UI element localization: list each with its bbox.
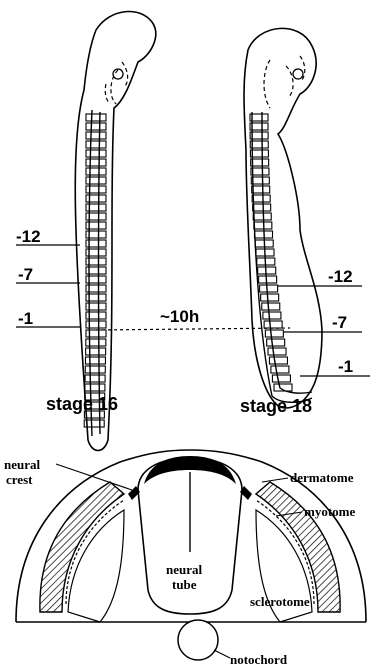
neural-crest-label-line1: neural [4,457,41,472]
cross-section: neural crest dermatome myotome neural tu… [4,450,366,667]
somite [272,375,290,382]
embryo-16-label-1: -1 [18,309,33,328]
somite [269,357,287,364]
caption-stage-18: stage 18 [240,396,312,416]
somite [86,132,106,139]
somite [86,339,106,346]
embryo-16-somites [84,114,106,427]
notochord [178,620,218,660]
interval-line [96,328,290,330]
embryo-18-head-detail [264,56,305,108]
myotome-label: myotome [304,504,355,519]
embryo-18-label-12: -12 [328,267,353,286]
embryo-18-label-1: -1 [338,357,353,376]
interval-label: ~10h [160,307,199,326]
somite [267,339,285,346]
somite [265,330,283,337]
somite [271,366,289,373]
embryo-16-head-detail [105,62,127,104]
embryo-18-somites [250,114,292,391]
somite [250,150,268,157]
somite [85,375,105,382]
somite [86,123,106,130]
embryo-16-label-7: -7 [18,265,33,284]
notochord-label: notochord [230,652,288,667]
neural-tube-label-line2: tube [172,577,197,592]
somite [86,114,106,121]
embryo-16-label-12: -12 [16,227,41,246]
somite [251,168,269,175]
somite [86,150,106,157]
neural-tube-label-line1: neural [166,562,203,577]
somite [260,285,278,292]
embryo-stage-16: -12 -7 -1 stage 16 [16,12,156,451]
somite [254,222,272,229]
embryo-stage-18: -12 -7 -1 stage 18 [240,28,370,416]
somite [259,276,277,283]
neural-crest-pointer [56,464,132,490]
somite [86,348,106,355]
somite [86,141,106,148]
somite [268,348,286,355]
somite [252,195,270,202]
somite [86,159,106,166]
somite [86,177,106,184]
embryo-18-outline [244,28,322,408]
somite [85,366,105,373]
caption-stage-16: stage 16 [46,394,118,414]
dermatome-pointer [262,478,288,482]
somite [251,159,269,166]
somite [253,213,271,220]
notochord-pointer [214,650,230,658]
somite [86,168,106,175]
dermomyotome-left [40,482,124,612]
somite [251,177,269,184]
embryo-18-eye [293,69,303,79]
sclerotome-label: sclerotome [250,594,310,609]
somite [253,204,271,211]
somite [263,312,281,319]
somite [261,294,279,301]
somite [85,384,105,391]
embryo-18-neural-tube [252,112,312,402]
somite [85,357,105,364]
somite [264,321,282,328]
somite [262,303,280,310]
somite [250,141,268,148]
embryo-18-label-7: -7 [332,313,347,332]
somite [258,267,276,274]
somite [252,186,270,193]
dermomyotome-right [256,482,340,612]
dermatome-label: dermatome [290,470,354,485]
neural-crest-label-line2: crest [6,472,33,487]
